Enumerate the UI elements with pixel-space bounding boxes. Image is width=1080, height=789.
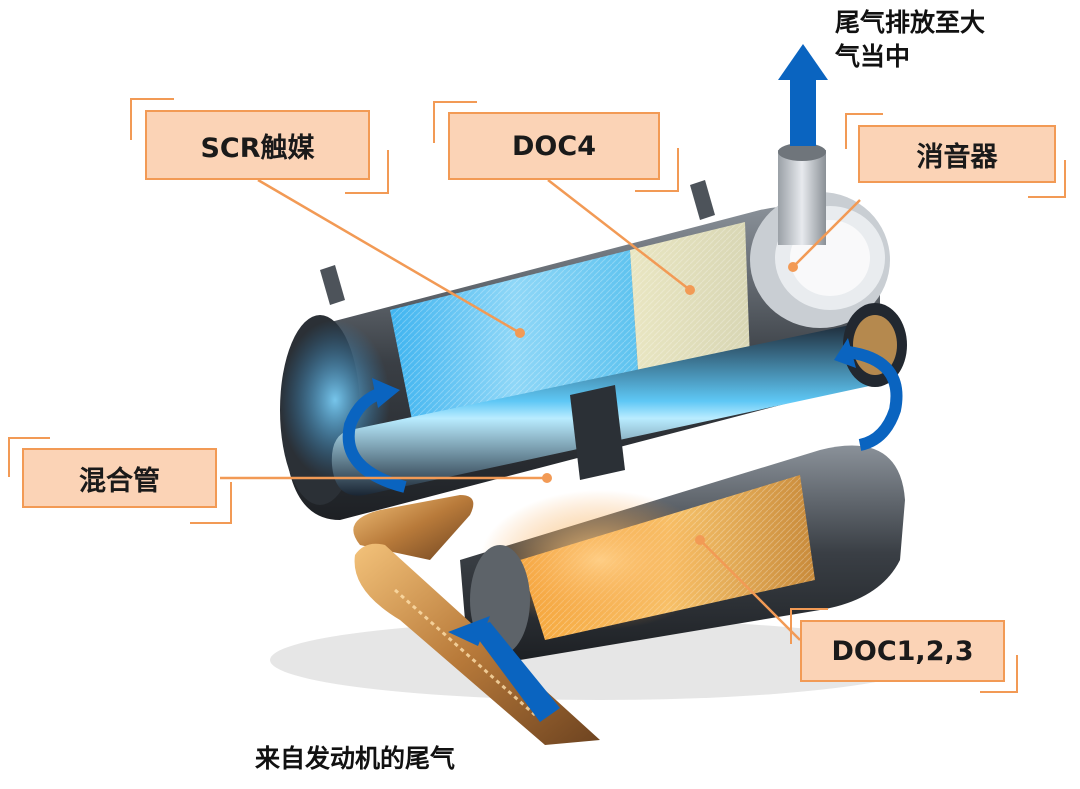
caption-exhaust-in: 来自发动机的尾气 (255, 742, 455, 776)
label-doc123: DOC1,2,3 (800, 620, 1005, 682)
caption-exhaust-out-line2: 气当中 (835, 40, 985, 74)
label-scr-catalyst: SCR触媒 (145, 110, 370, 180)
label-mixing-tube: 混合管 (22, 448, 217, 508)
label-muffler: 消音器 (858, 125, 1056, 183)
flow-arrow-up (778, 44, 828, 146)
caption-exhaust-out-line1: 尾气排放至大 (835, 6, 985, 40)
caption-exhaust-out: 尾气排放至大 气当中 (835, 6, 985, 74)
label-doc4: DOC4 (448, 112, 660, 180)
